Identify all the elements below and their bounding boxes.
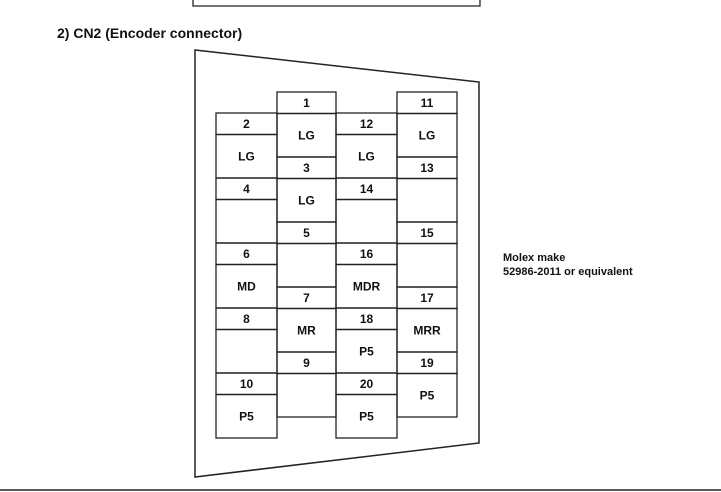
pin-number: 18 — [360, 312, 374, 326]
pin-signal: MD — [237, 280, 256, 294]
pin-number: 1 — [303, 96, 310, 110]
pin-signal: LG — [358, 150, 375, 164]
pin-signal-cell — [396, 242, 458, 288]
pin-number: 16 — [360, 247, 374, 261]
pin-9: 9 — [276, 351, 337, 418]
pin-signal-cell — [276, 242, 337, 288]
pin-7: 7MR — [276, 286, 337, 353]
pin-signal-cell — [276, 372, 337, 418]
note-line-1: Molex make — [503, 252, 566, 264]
pin-signal: MR — [297, 324, 316, 338]
pin-number: 10 — [240, 377, 254, 391]
pin-signal-cell — [396, 177, 458, 223]
pin-4: 4 — [215, 177, 278, 244]
pin-number: 3 — [303, 161, 310, 175]
pin-8: 8 — [215, 307, 278, 374]
pin-signal: P5 — [420, 389, 435, 403]
connector-outline — [194, 49, 480, 478]
note-line-2: 52986-2011 or equivalent — [503, 266, 633, 278]
pin-signal: LG — [298, 194, 315, 208]
pin-number: 11 — [421, 96, 434, 110]
pin-number: 19 — [420, 356, 434, 370]
pin-1: 1LG — [276, 91, 337, 158]
pin-number: 6 — [243, 247, 250, 261]
pin-signal: MRR — [413, 324, 441, 338]
pin-6: 6MD — [215, 242, 278, 309]
pin-number: 14 — [360, 182, 374, 196]
pin-2: 2LG — [215, 112, 278, 179]
pin-number: 7 — [303, 291, 310, 305]
pin-number: 8 — [243, 312, 250, 326]
pin-signal: MDR — [353, 280, 381, 294]
pin-14: 14 — [335, 177, 398, 244]
pin-number: 17 — [420, 291, 434, 305]
pin-5: 5 — [276, 221, 337, 288]
pin-signal: LG — [238, 150, 255, 164]
connector-note: Molex make 52986-2011 or equivalent — [503, 251, 633, 279]
pin-number: 12 — [360, 117, 374, 131]
pin-signal: P5 — [359, 345, 374, 359]
pin-signal-cell — [396, 372, 458, 418]
pin-grid: 2LG46MD810P51LG3LG57MR912LG1416MDR18P520… — [215, 91, 458, 439]
pin-number: 2 — [243, 117, 250, 131]
pin-signal-cell — [215, 198, 278, 244]
section-heading: 2) CN2 (Encoder connector) — [57, 25, 243, 41]
pin-3: 3LG — [276, 156, 337, 223]
pin-13: 13 — [396, 156, 458, 223]
pin-number: 13 — [420, 161, 434, 175]
pin-signal: P5 — [359, 410, 374, 424]
pin-number: 4 — [243, 182, 250, 196]
previous-figure-edge — [192, 0, 481, 7]
pin-signal-cell — [215, 328, 278, 374]
pin-signal-cell — [335, 198, 398, 244]
pin-signal: LG — [298, 129, 315, 143]
pin-signal: LG — [419, 129, 436, 143]
pin-number: 20 — [360, 377, 374, 391]
pin-number: 5 — [303, 226, 310, 240]
pin-number: 9 — [303, 356, 310, 370]
pin-signal: P5 — [239, 410, 254, 424]
pin-15: 15 — [396, 221, 458, 288]
pin-number: 15 — [420, 226, 434, 240]
